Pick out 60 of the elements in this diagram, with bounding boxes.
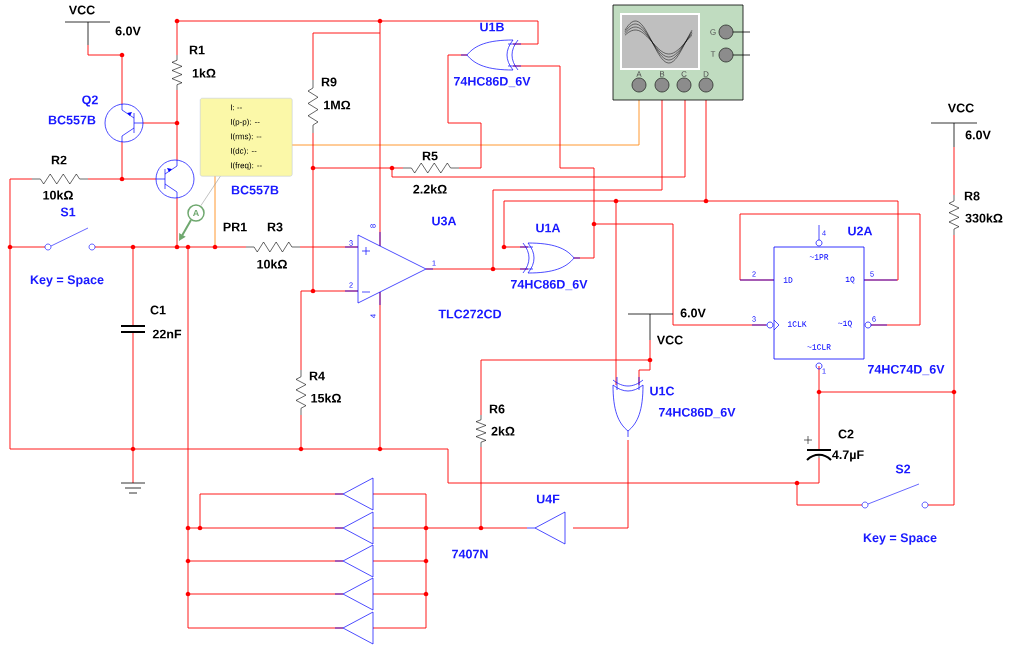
pin-label: 1CLK bbox=[788, 321, 807, 327]
tooltip-box: I: -- I(p-p): -- I(rms): -- I(dc): -- I(freq): -- bbox=[200, 98, 293, 177]
pin-label: ~1CLR bbox=[807, 344, 831, 350]
component-label: R9 bbox=[321, 77, 337, 87]
component-label: R1 bbox=[189, 45, 205, 55]
component-label: S1 bbox=[60, 207, 76, 217]
component-label: 22nF bbox=[152, 329, 182, 339]
component-label: R8 bbox=[964, 191, 980, 201]
component-label: TLC272CD bbox=[438, 309, 502, 319]
component-label: R4 bbox=[309, 371, 325, 381]
pin-label: ~1Q bbox=[838, 320, 852, 328]
component-label: Key = Space bbox=[30, 275, 104, 287]
component-label: VCC bbox=[947, 103, 974, 113]
leader-line bbox=[200, 176, 221, 206]
component-label: Q2 bbox=[82, 95, 98, 107]
component-label: R5 bbox=[422, 151, 438, 161]
component-label: VCC bbox=[656, 335, 683, 345]
pin-label: ~1PR bbox=[809, 254, 829, 260]
channel-label: B bbox=[660, 71, 665, 77]
component-label: 6.0V bbox=[680, 308, 706, 318]
component-label: BC557B bbox=[48, 115, 96, 125]
component-label: U4F bbox=[536, 494, 560, 504]
component-label: 6.0V bbox=[115, 26, 141, 36]
component-label: 1kΩ bbox=[192, 68, 216, 78]
component-label: 4.7µF bbox=[832, 450, 864, 462]
component-label: R3 bbox=[267, 222, 283, 232]
channel-label: A bbox=[636, 71, 642, 77]
component-label: 1MΩ bbox=[324, 100, 351, 110]
component-label: R2 bbox=[51, 155, 67, 165]
pin-label: 1Q bbox=[845, 276, 855, 284]
component-label: 6.0V bbox=[965, 130, 991, 140]
component-label: Key = Space bbox=[863, 533, 937, 545]
channel-label: G bbox=[710, 29, 716, 35]
component-label: BC557B bbox=[231, 185, 279, 195]
component-label: VCC bbox=[68, 5, 95, 15]
component-label: 2.2kΩ bbox=[413, 184, 447, 194]
component-label: 74HC86D_6V bbox=[453, 76, 531, 88]
component-label: 74HC86D_6V bbox=[659, 407, 736, 419]
pin-label: 1D bbox=[783, 277, 793, 283]
channel-label: T bbox=[710, 51, 716, 57]
component-label: 330kΩ bbox=[965, 213, 1003, 223]
component-label: U2A bbox=[848, 226, 873, 236]
component-label: U1C bbox=[650, 386, 675, 396]
component-label: S2 bbox=[895, 464, 911, 474]
component-label: 74HC86D_6V bbox=[510, 279, 588, 291]
channel-label: D bbox=[703, 71, 709, 77]
component-label: 15kΩ bbox=[311, 393, 341, 403]
component-label: U1A bbox=[536, 223, 561, 233]
component-label: 10kΩ bbox=[257, 259, 287, 269]
component-label: PR1 bbox=[223, 222, 247, 232]
component-label: 74HC74D_6V bbox=[868, 364, 945, 376]
component-label: C1 bbox=[150, 305, 166, 315]
component-label: R6 bbox=[489, 404, 505, 414]
component-label: 2kΩ bbox=[491, 426, 515, 436]
component-label: 10kΩ bbox=[43, 190, 73, 200]
component-label: 7407N bbox=[452, 549, 488, 559]
component-label: U1B bbox=[480, 22, 504, 32]
component-label: C2 bbox=[838, 429, 854, 439]
channel-label: C bbox=[681, 71, 687, 77]
component-label: U3A bbox=[432, 216, 457, 226]
